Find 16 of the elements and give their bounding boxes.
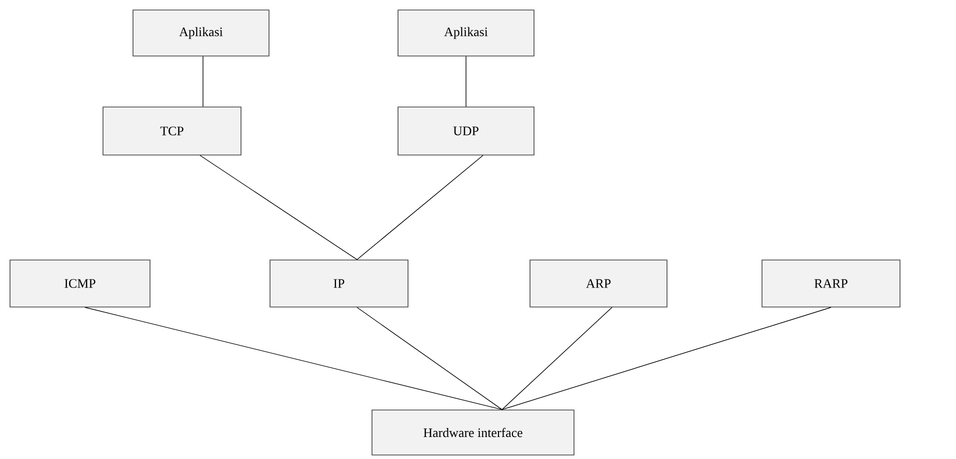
- connector-line: [502, 307, 612, 410]
- connector-line: [200, 155, 358, 260]
- layer-box: RARP: [762, 260, 900, 308]
- layer-box: UDP: [398, 106, 534, 156]
- layer-box: ARP: [530, 260, 668, 308]
- layer-box: ICMP: [10, 260, 150, 308]
- connector-line: [356, 307, 502, 410]
- layer-box: Aplikasi: [398, 10, 534, 56]
- layer-box: TCP: [102, 106, 242, 156]
- connector-line: [84, 307, 502, 410]
- connector-line: [502, 307, 832, 410]
- connector-line: [356, 155, 484, 260]
- layer-box: Aplikasi: [132, 10, 270, 56]
- layer-box: Hardware interface: [372, 410, 574, 456]
- layer-box: IP: [270, 260, 408, 308]
- connector-line: [202, 56, 204, 107]
